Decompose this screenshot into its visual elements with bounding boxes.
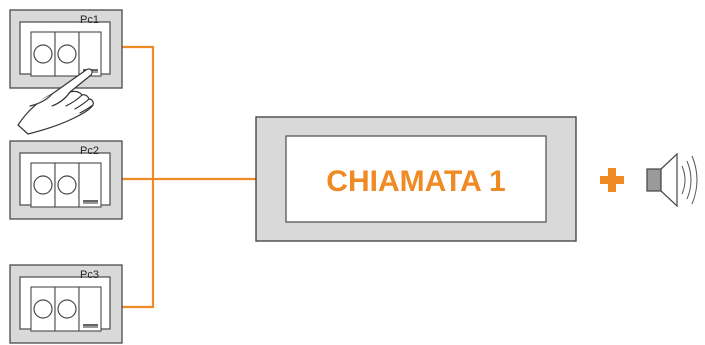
button-circle-icon bbox=[57, 299, 77, 319]
wire-pc1 bbox=[122, 45, 155, 309]
display-message: CHIAMATA 1 bbox=[326, 165, 505, 198]
button-circle-icon bbox=[33, 299, 53, 319]
plate-label-pc1: Pc1 bbox=[80, 14, 99, 26]
push-button-plate-pc2[interactable]: Pc2 bbox=[9, 140, 123, 220]
plate-label-pc2: Pc2 bbox=[80, 145, 99, 157]
button-circle-icon bbox=[33, 44, 53, 64]
button-circle-icon bbox=[57, 44, 77, 64]
button-circle-icon bbox=[33, 175, 53, 195]
display-unit: CHIAMATA 1 bbox=[255, 116, 577, 242]
push-button-plate-pc1[interactable]: Pc1 bbox=[9, 9, 123, 89]
plus-icon bbox=[600, 168, 624, 192]
push-button-plate-pc3[interactable]: Pc3 bbox=[9, 264, 123, 344]
button-circle-icon bbox=[57, 175, 77, 195]
pointing-hand-icon bbox=[17, 68, 94, 135]
wiring bbox=[122, 45, 256, 309]
plate-label-pc3: Pc3 bbox=[80, 269, 99, 281]
speaker-icon bbox=[646, 152, 698, 208]
